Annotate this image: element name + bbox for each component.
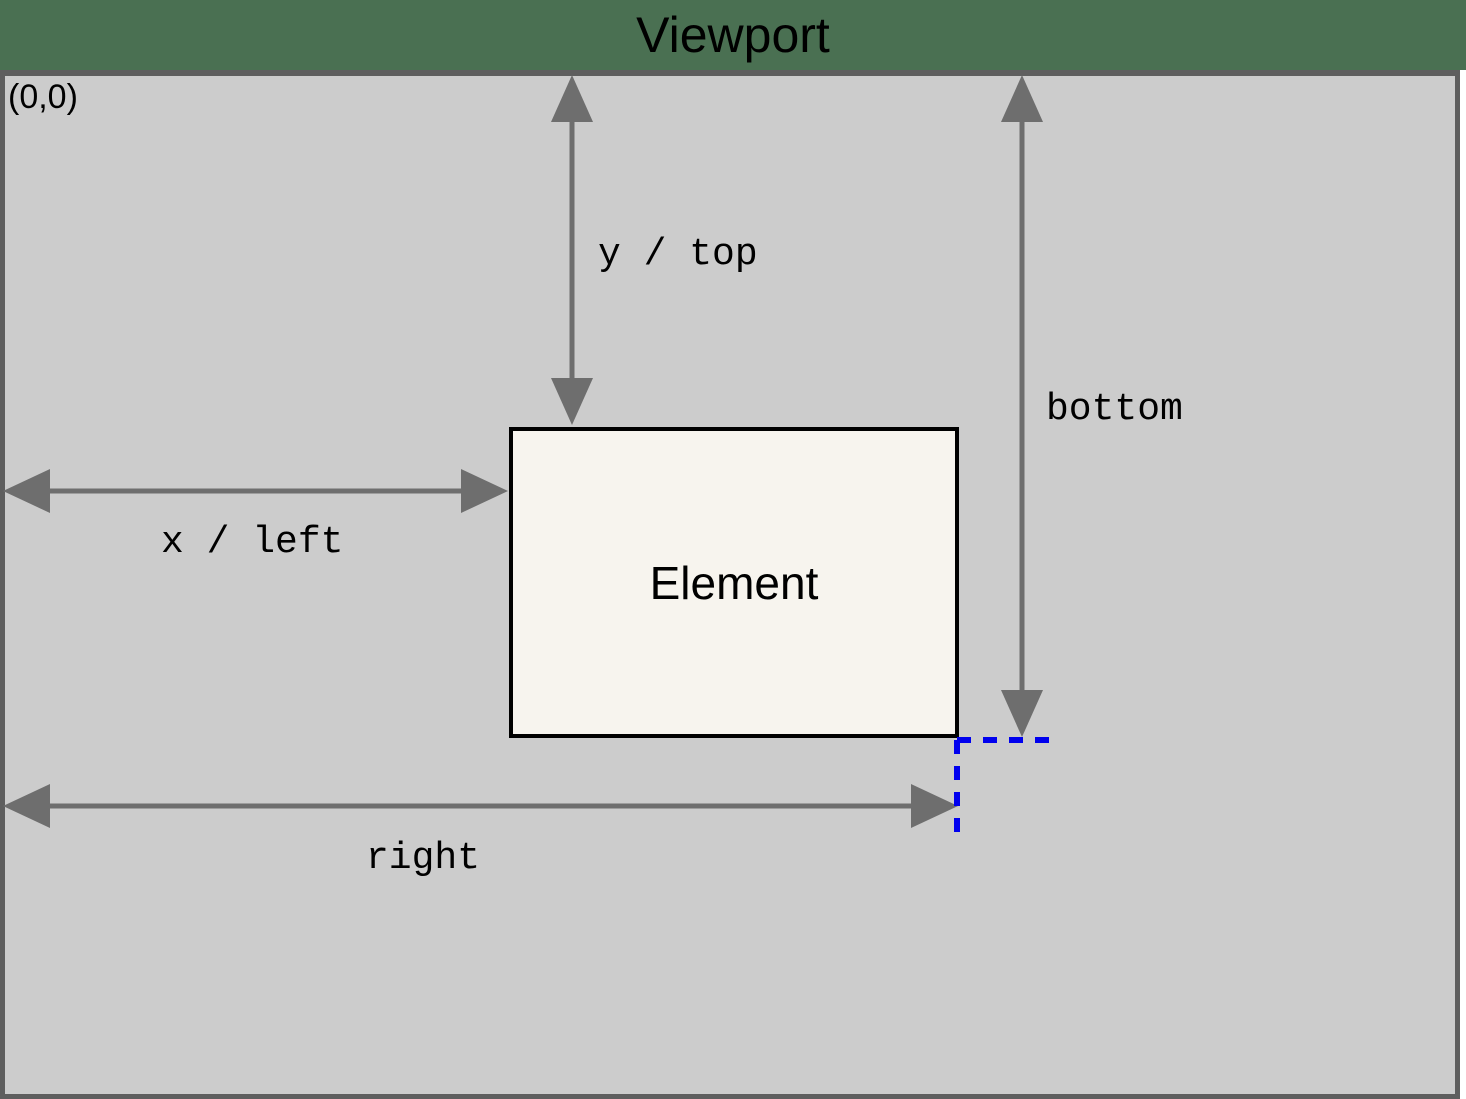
origin-coordinate-label: (0,0): [8, 78, 78, 116]
page-title: Viewport: [636, 7, 830, 63]
element-label: Element: [649, 556, 819, 609]
element-box: Element: [509, 427, 959, 738]
viewport-header: Viewport: [0, 0, 1466, 70]
